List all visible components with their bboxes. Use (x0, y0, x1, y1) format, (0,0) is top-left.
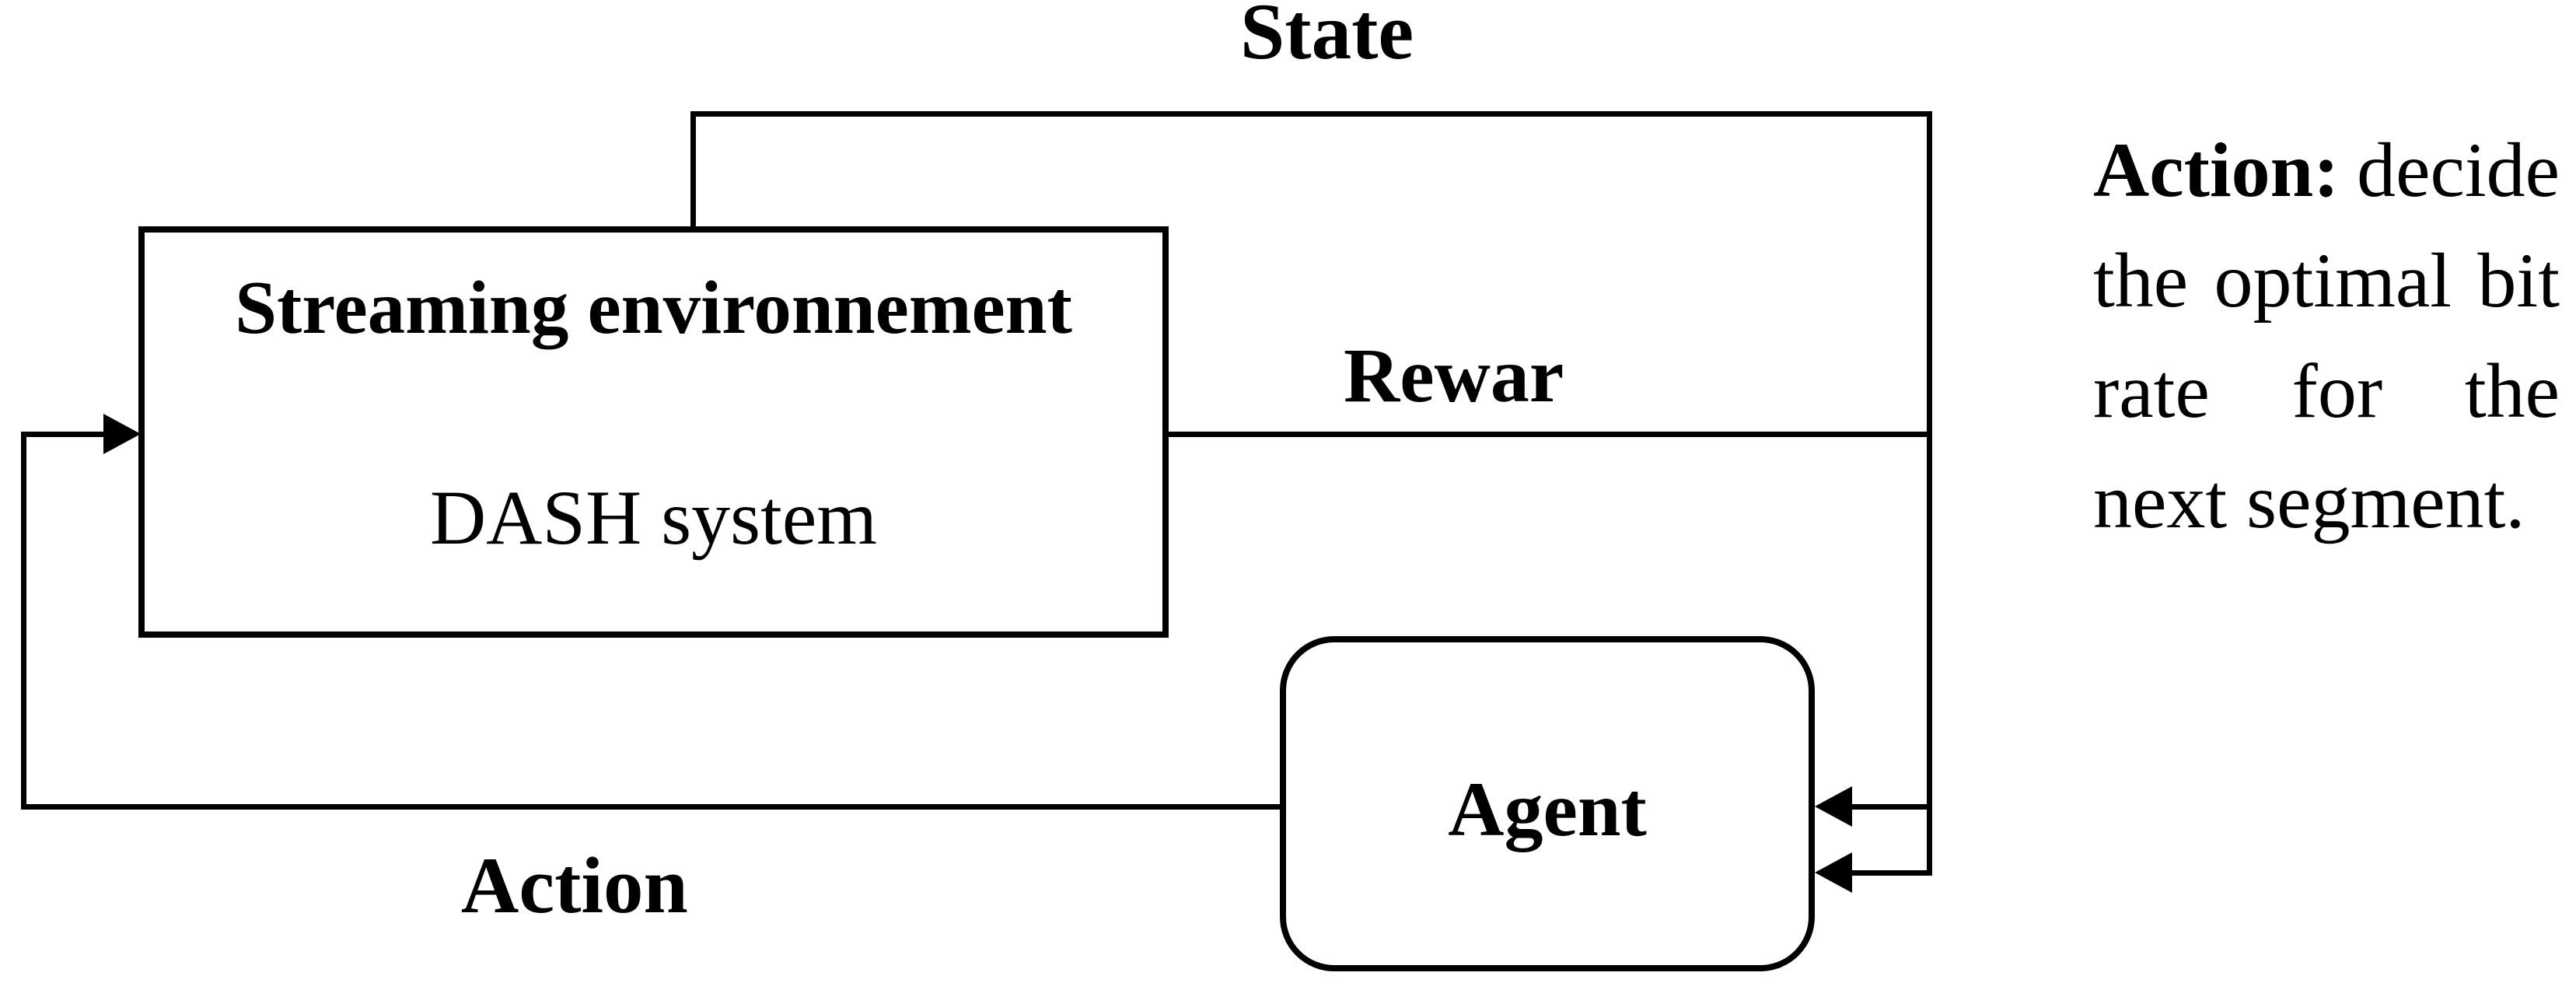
note-line-4: next segment. (2093, 446, 2560, 557)
action-into-environment-arrowhead-icon (103, 414, 141, 454)
agent-label: Agent (1448, 766, 1647, 852)
dash-system-label: DASH system (429, 474, 878, 561)
action-note: Action: decide the optimal bit rate for … (2093, 115, 2560, 557)
reward-edge-label: Rewar (1344, 332, 1564, 418)
note-word: optimal (2214, 237, 2452, 324)
agent-box (1280, 636, 1815, 971)
action-line-bottom (21, 804, 1283, 810)
note-word: the (2464, 348, 2560, 434)
note-word: decide (2357, 127, 2560, 213)
note-action-bold: Action: (2093, 127, 2340, 213)
note-word: for (2291, 348, 2383, 434)
action-edge-label: Action (461, 841, 688, 930)
reward-line-horizontal (1169, 432, 1932, 437)
state-into-agent-arrowhead-icon (1815, 786, 1852, 827)
note-line-1: Action: decide (2093, 115, 2560, 226)
reward-branch-line (1849, 870, 1932, 876)
state-reward-vertical-line (1927, 111, 1932, 876)
state-line-vertical-stub (690, 111, 696, 232)
note-line-3: rate for the (2093, 336, 2560, 446)
note-word: next segment. (2093, 458, 2525, 544)
note-word: rate (2093, 348, 2210, 434)
action-line-left-vertical (21, 432, 26, 810)
note-line-2: the optimal bit (2093, 226, 2560, 336)
state-branch-line (1849, 804, 1932, 810)
state-line-horizontal (690, 111, 1932, 117)
action-line-top (21, 432, 107, 437)
note-word: bit (2477, 237, 2560, 324)
streaming-box-title: Streaming environnement (235, 266, 1072, 349)
reward-into-agent-arrowhead-icon (1815, 852, 1852, 893)
state-edge-label: State (1240, 0, 1414, 76)
note-word: the (2093, 237, 2189, 324)
streaming-environment-box (138, 226, 1169, 638)
